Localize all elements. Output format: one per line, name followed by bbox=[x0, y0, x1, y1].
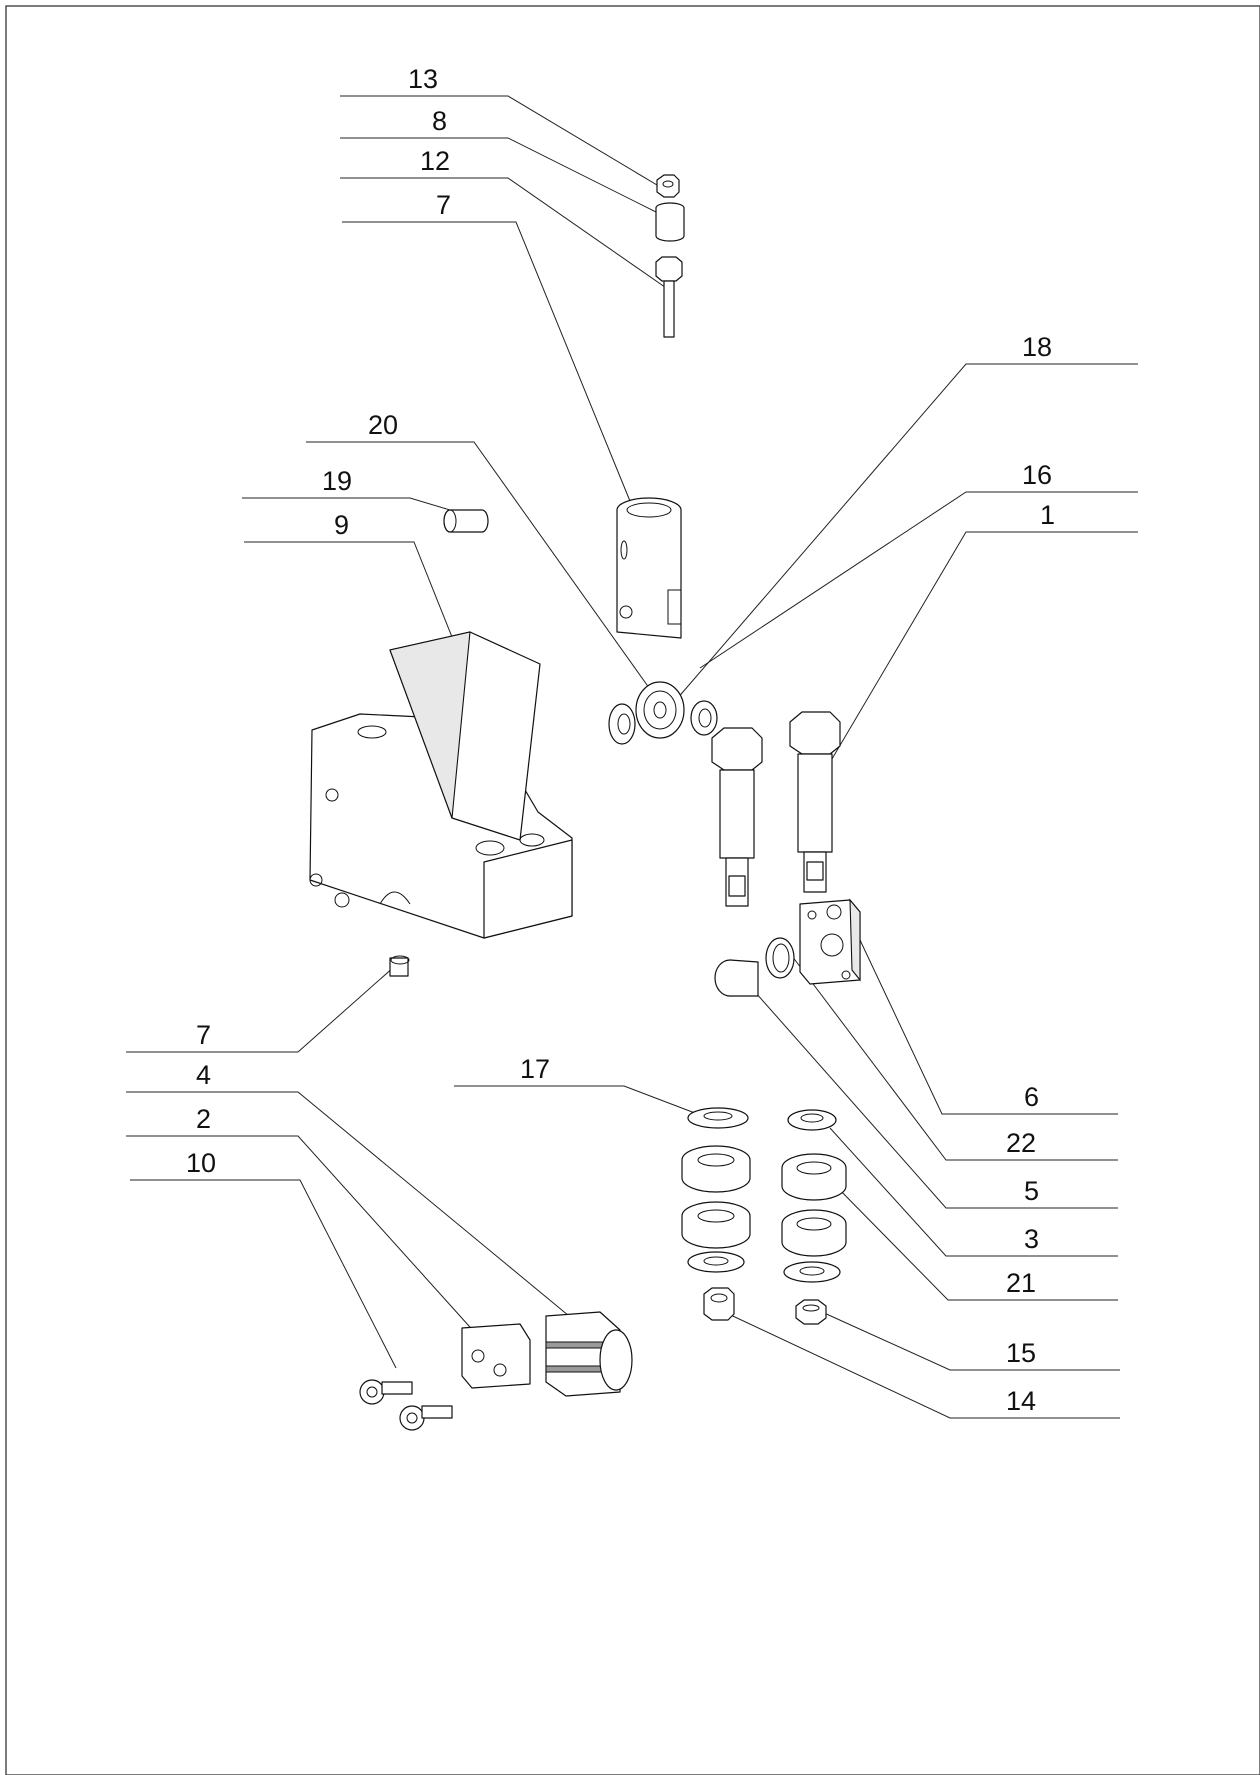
callout-21: 21 bbox=[1006, 1268, 1036, 1298]
callout-6: 6 bbox=[1024, 1082, 1039, 1112]
part-set-screw bbox=[389, 955, 410, 977]
part-roller-washer-set bbox=[608, 681, 718, 745]
part-retaining-ring bbox=[765, 937, 795, 979]
leader-17 bbox=[454, 1085, 709, 1119]
callout-10: 10 bbox=[186, 1148, 216, 1178]
leader-10 bbox=[130, 1179, 397, 1369]
callout-22: 22 bbox=[1006, 1128, 1036, 1158]
callout-14: 14 bbox=[1006, 1386, 1036, 1416]
leader-21 bbox=[831, 1181, 1118, 1301]
part-bearing-stack-right bbox=[781, 1109, 847, 1325]
callout-5: 5 bbox=[1024, 1176, 1039, 1206]
callout-labels: 13 8 12 7 18 20 16 19 1 9 7 4 17 2 10 6 … bbox=[186, 64, 1055, 1416]
part-hex-bolt-small bbox=[655, 256, 683, 338]
callout-19: 19 bbox=[322, 466, 352, 496]
part-bushing bbox=[655, 202, 685, 242]
callout-3: 3 bbox=[1024, 1224, 1039, 1254]
callout-8: 8 bbox=[432, 106, 447, 136]
callout-18: 18 bbox=[1022, 332, 1052, 362]
part-shoulder-bolt-left bbox=[711, 727, 763, 907]
leader-14 bbox=[719, 1309, 1120, 1419]
callout-20: 20 bbox=[368, 410, 398, 440]
part-sleeve-bushing bbox=[714, 959, 759, 997]
leader-4 bbox=[126, 1091, 587, 1331]
part-t-slot-block bbox=[545, 1311, 633, 1397]
part-socket-cap-screws bbox=[359, 1379, 453, 1431]
callout-9: 9 bbox=[334, 510, 349, 540]
leader-9 bbox=[244, 541, 459, 653]
leader-19 bbox=[242, 497, 471, 517]
leader-13 bbox=[340, 95, 663, 189]
leader-16 bbox=[699, 491, 1138, 669]
part-clevis-sleeve bbox=[616, 497, 682, 639]
callout-7-lower: 7 bbox=[196, 1020, 211, 1050]
callout-16: 16 bbox=[1022, 460, 1052, 490]
leader-15 bbox=[821, 1311, 1120, 1371]
callout-1: 1 bbox=[1040, 500, 1055, 530]
drawing-border bbox=[5, 5, 1260, 1775]
part-shoulder-bolt-right bbox=[789, 711, 841, 893]
leader-18 bbox=[675, 363, 1138, 701]
leader-2 bbox=[126, 1135, 479, 1337]
leader-7a bbox=[342, 221, 633, 507]
leader-20 bbox=[306, 441, 653, 693]
leader-1 bbox=[815, 531, 1138, 787]
part-clamp-plate bbox=[461, 1323, 531, 1389]
leader-8 bbox=[340, 137, 669, 219]
leader-22 bbox=[791, 955, 1118, 1161]
callout-13: 13 bbox=[408, 64, 438, 94]
callout-17: 17 bbox=[520, 1054, 550, 1084]
part-bearing-stack-left bbox=[681, 1107, 751, 1321]
callout-4: 4 bbox=[196, 1060, 211, 1090]
part-dowel-pin bbox=[443, 509, 489, 533]
leader-6 bbox=[859, 939, 1118, 1115]
part-main-housing-block bbox=[309, 631, 573, 939]
callout-12: 12 bbox=[420, 146, 450, 176]
leader-5 bbox=[747, 983, 1118, 1209]
callout-7-upper: 7 bbox=[436, 190, 451, 220]
leader-12 bbox=[340, 177, 673, 293]
callout-15: 15 bbox=[1006, 1338, 1036, 1368]
part-flange-plate bbox=[799, 898, 861, 985]
leader-3 bbox=[829, 1127, 1118, 1257]
part-hex-nut-small bbox=[656, 174, 680, 198]
leader-7b bbox=[126, 957, 405, 1053]
callout-2: 2 bbox=[196, 1104, 211, 1134]
leader-lines bbox=[126, 95, 1138, 1419]
